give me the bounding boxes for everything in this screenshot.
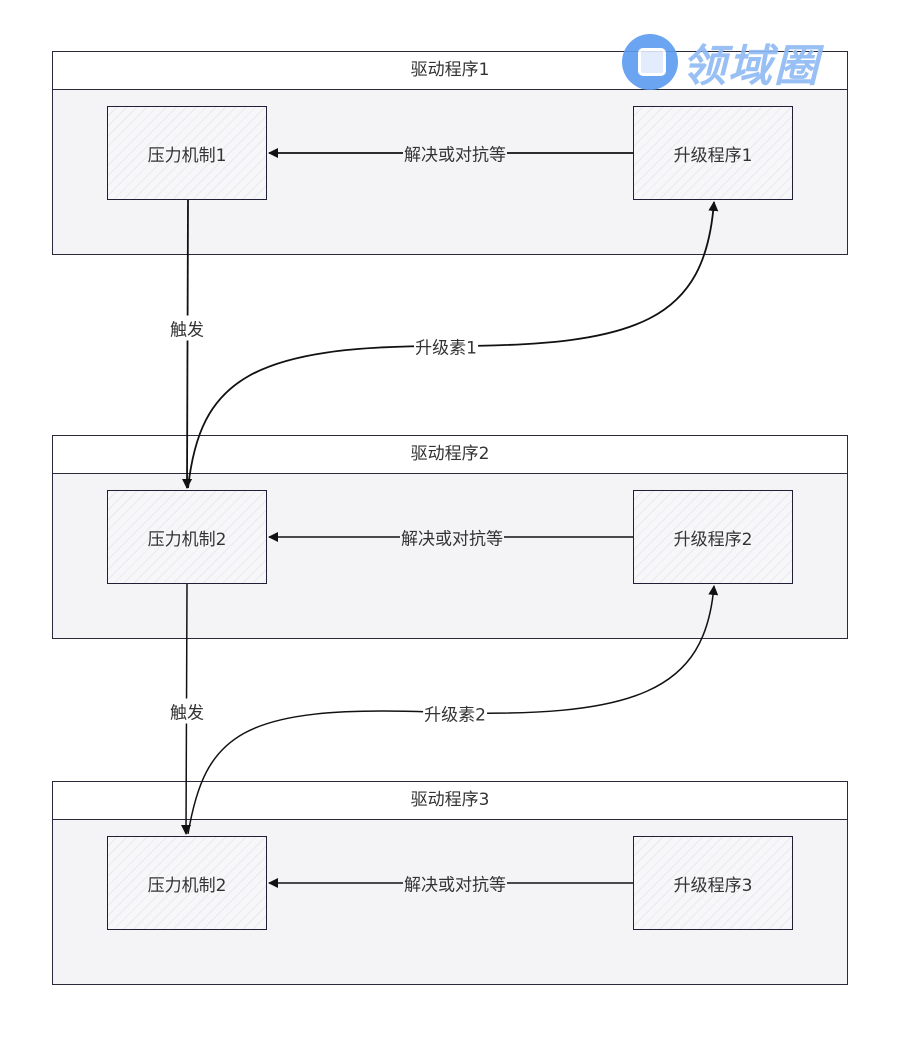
swimlane-title: 驱动程序2 (53, 436, 847, 474)
watermark-logo: 领域圈 (622, 30, 820, 94)
watermark-text: 领域圈 (682, 41, 820, 92)
edge-label-upgrade-1: 升级素1 (414, 333, 478, 359)
logo-icon (622, 34, 678, 90)
edge-label-trigger-1: 触发 (169, 315, 205, 341)
upgrade-node-1[interactable]: 升级程序1 (633, 106, 793, 200)
pressure-node-2[interactable]: 压力机制2 (107, 490, 267, 584)
edge-label-resolve-1: 解决或对抗等 (403, 140, 507, 166)
edge-label-upgrade-2: 升级素2 (423, 700, 487, 726)
upgrade-node-3[interactable]: 升级程序3 (633, 836, 793, 930)
pressure-node-3[interactable]: 压力机制2 (107, 836, 267, 930)
upgrade-node-2[interactable]: 升级程序2 (633, 490, 793, 584)
swimlane-title: 驱动程序3 (53, 782, 847, 820)
edge-label-trigger-2: 触发 (169, 698, 205, 724)
pressure-node-1[interactable]: 压力机制1 (107, 106, 267, 200)
edge-label-resolve-2: 解决或对抗等 (400, 524, 504, 550)
swimlane-title: 驱动程序1 (53, 52, 847, 90)
edge-label-resolve-3: 解决或对抗等 (403, 870, 507, 896)
